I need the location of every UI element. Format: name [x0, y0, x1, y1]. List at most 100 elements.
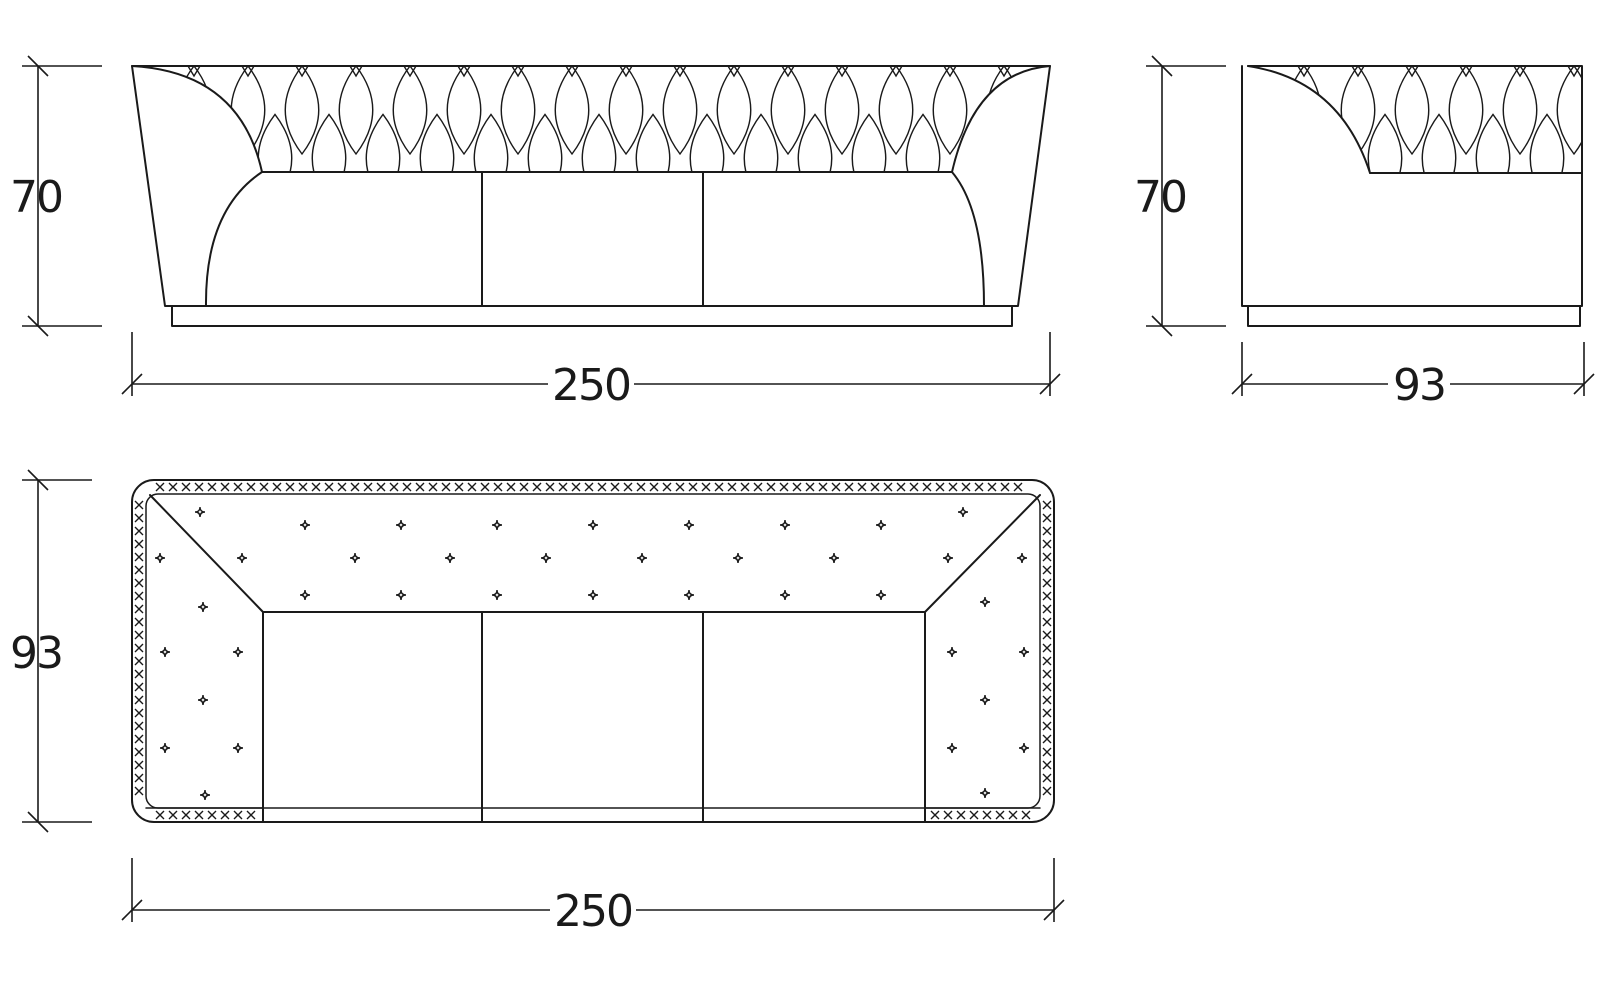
tuft-button — [732, 552, 744, 564]
tuft-notch — [565, 66, 579, 78]
piping-stitch — [558, 482, 568, 492]
piping-stitch — [134, 617, 144, 627]
tuft-button — [636, 552, 648, 564]
tuft-button — [979, 694, 991, 706]
tuft-notch — [1513, 66, 1527, 78]
piping-stitch — [134, 760, 144, 770]
piping-stitch — [1042, 747, 1052, 757]
tuft-diamond — [1340, 66, 1376, 156]
tuft-button — [491, 519, 503, 531]
piping-stitch — [134, 721, 144, 731]
tuft-notch — [889, 66, 903, 78]
top-depth-label: 93 — [10, 628, 62, 679]
tuft-diamond — [878, 66, 914, 156]
piping-stitch — [134, 526, 144, 536]
piping-stitch — [363, 482, 373, 492]
piping-stitch — [1042, 513, 1052, 523]
piping-stitch — [454, 482, 464, 492]
tuft-button — [946, 646, 958, 658]
tuft-diamond — [1584, 114, 1600, 202]
piping-stitch — [298, 482, 308, 492]
piping-stitch — [649, 482, 659, 492]
tuft-button — [197, 601, 209, 613]
piping-stitch — [909, 482, 919, 492]
tuft-diamond — [311, 113, 347, 172]
piping-stitch — [246, 810, 256, 820]
tuft-button — [444, 552, 456, 564]
tuft-button — [236, 552, 248, 564]
tuft-diamond — [1502, 66, 1538, 156]
piping-stitch — [1042, 591, 1052, 601]
tuft-diamond — [1248, 66, 1268, 156]
tuft-button — [779, 519, 791, 531]
tuft-diamond — [392, 66, 428, 156]
tuft-button — [395, 519, 407, 531]
piping-stitch — [480, 482, 490, 492]
tuft-button — [299, 589, 311, 601]
piping-stitch — [134, 786, 144, 796]
side-height-dimension: 70 — [1134, 55, 1226, 337]
top-view: 93 250 — [10, 469, 1065, 937]
piping-stitch — [220, 482, 230, 492]
tuft-diamond — [527, 113, 563, 172]
tuft-diamond — [959, 113, 995, 172]
tuft-notch — [1351, 66, 1365, 78]
tuft-notch — [241, 66, 255, 78]
tuft-diamond — [932, 66, 968, 156]
piping-stitch — [134, 656, 144, 666]
tuft-diamond — [1556, 66, 1582, 156]
piping-stitch — [818, 482, 828, 492]
piping-stitch — [134, 773, 144, 783]
tuft-diamond — [284, 66, 320, 156]
tuft-diamond — [230, 66, 266, 156]
tuft-button — [154, 552, 166, 564]
piping-stitch — [675, 482, 685, 492]
front-view: 70 250 — [10, 55, 1061, 411]
piping-stitch — [311, 482, 321, 492]
tuft-notch — [511, 66, 525, 78]
tuft-button — [1016, 552, 1028, 564]
tuft-button — [828, 552, 840, 564]
tuft-button — [957, 506, 969, 518]
piping-stitch — [207, 482, 217, 492]
tuft-diamond — [1313, 113, 1349, 173]
side-view: 70 93 — [1134, 55, 1600, 411]
piping-stitch — [1042, 708, 1052, 718]
piping-stitch — [1000, 482, 1010, 492]
top-piping-pattern — [134, 482, 1052, 820]
piping-stitch — [1042, 643, 1052, 653]
side-depth-dimension: 93 — [1231, 342, 1595, 411]
tuft-diamond — [1259, 113, 1295, 173]
piping-stitch — [714, 482, 724, 492]
tuft-notch — [727, 66, 741, 78]
tuft-notch — [1405, 66, 1419, 78]
piping-stitch — [181, 810, 191, 820]
piping-stitch — [1042, 734, 1052, 744]
piping-stitch — [134, 578, 144, 588]
tuft-notch — [295, 66, 309, 78]
piping-stitch — [610, 482, 620, 492]
piping-stitch — [337, 482, 347, 492]
piping-stitch — [1042, 695, 1052, 705]
piping-stitch — [324, 482, 334, 492]
piping-stitch — [389, 482, 399, 492]
piping-stitch — [870, 482, 880, 492]
piping-stitch — [956, 810, 966, 820]
front-height-label: 70 — [10, 172, 62, 223]
tuft-button — [194, 506, 206, 518]
piping-stitch — [134, 695, 144, 705]
piping-stitch — [896, 482, 906, 492]
top-width-dimension: 250 — [121, 858, 1065, 937]
tuft-button — [395, 589, 407, 601]
tuft-button — [232, 742, 244, 754]
tuft-button — [349, 552, 361, 564]
piping-stitch — [883, 482, 893, 492]
piping-stitch — [1042, 578, 1052, 588]
top-depth-dimension: 93 — [10, 469, 92, 833]
piping-stitch — [285, 482, 295, 492]
tuft-button — [587, 589, 599, 601]
front-tufting-pattern — [132, 66, 1049, 172]
tuft-diamond — [797, 113, 833, 172]
piping-stitch — [134, 708, 144, 718]
tuft-button — [946, 742, 958, 754]
